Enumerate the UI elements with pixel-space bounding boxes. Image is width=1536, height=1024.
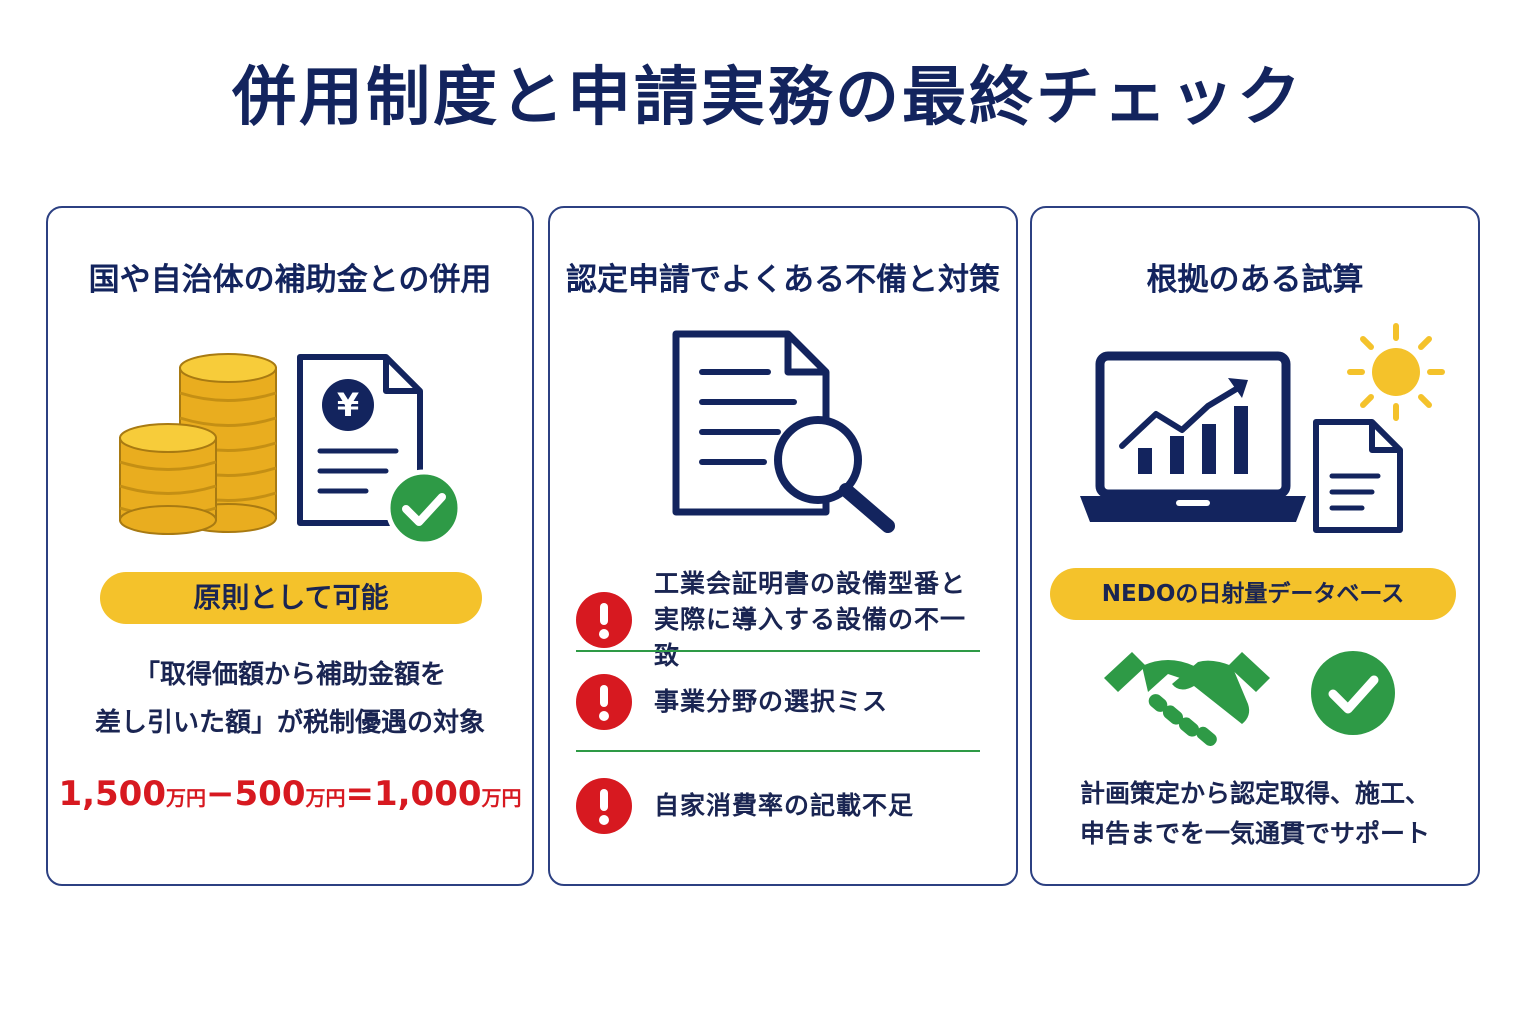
yen-document-icon: ¥ (297, 354, 423, 526)
formula-value-c: 1,000 (373, 774, 482, 814)
formula-equals: = (345, 774, 374, 814)
coins-icon (119, 353, 277, 535)
warning-icon (576, 592, 632, 648)
formula-unit-b: 万円 (305, 786, 346, 810)
issue-text: 事業分野の選択ミス (654, 687, 889, 716)
status-badge: 原則として可能 (100, 572, 482, 624)
formula-minus: − (206, 774, 235, 814)
formula-value-a: 1,500 (58, 774, 166, 814)
page-title: 併用制度と申請実務の最終チェック (232, 61, 1304, 135)
issue-item-field-selection: 事業分野の選択ミス (576, 674, 982, 730)
description-line-1: 「取得価額から補助金額を (133, 660, 446, 690)
issue-item-self-consumption: 自家消費率の記載不足 (576, 778, 982, 834)
check-circle-icon (385, 469, 463, 547)
document-search-icon (672, 330, 895, 533)
description-line-2: 差し引いた額」が税制優遇の対象 (94, 708, 485, 738)
formula-unit-c: 万円 (481, 786, 522, 810)
handshake-icon (1104, 652, 1270, 746)
panel-application-issues: 認定申請でよくある不備と対策 工業会証明書の設備型番と 実際に導入する設備の不一… (548, 206, 1018, 886)
panel-title: 認定申請でよくある不備と対策 (566, 262, 1000, 298)
panel-title: 国や自治体の補助金との併用 (88, 262, 492, 298)
panel-evidence-based-estimate: 根拠のある試算 (1030, 206, 1480, 886)
document-icon (1313, 419, 1403, 533)
divider (576, 650, 980, 652)
support-text-line-1: 計画策定から認定取得、施工、 (1079, 779, 1430, 808)
yen-symbol: ¥ (337, 386, 359, 424)
issue-item-model-mismatch: 工業会証明書の設備型番と 実際に導入する設備の不一致 (576, 566, 982, 674)
panel-subsidy-combination: 国や自治体の補助金との併用 (46, 206, 534, 886)
support-text-line-2: 申告までを一気通貫でサポート (1079, 819, 1430, 848)
divider (576, 750, 980, 752)
data-source-badge: NEDOの日射量データベース (1050, 568, 1456, 620)
laptop-chart-icon (1080, 351, 1306, 522)
formula-unit-a: 万円 (166, 786, 206, 810)
issue-text-line-2: 実際に導入する設備の不一致 (654, 605, 967, 670)
issue-text-line-1: 工業会証明書の設備型番と (654, 569, 967, 598)
panel-title: 根拠のある試算 (1146, 262, 1364, 298)
formula-value-b: 500 (234, 774, 306, 814)
calculation-formula: 1,500万円−500万円=1,000万円 (48, 774, 532, 814)
check-circle-icon (1311, 651, 1395, 735)
warning-icon (576, 674, 632, 730)
issue-text: 自家消費率の記載不足 (654, 791, 915, 820)
sun-icon (1347, 323, 1445, 421)
warning-icon (576, 778, 632, 834)
